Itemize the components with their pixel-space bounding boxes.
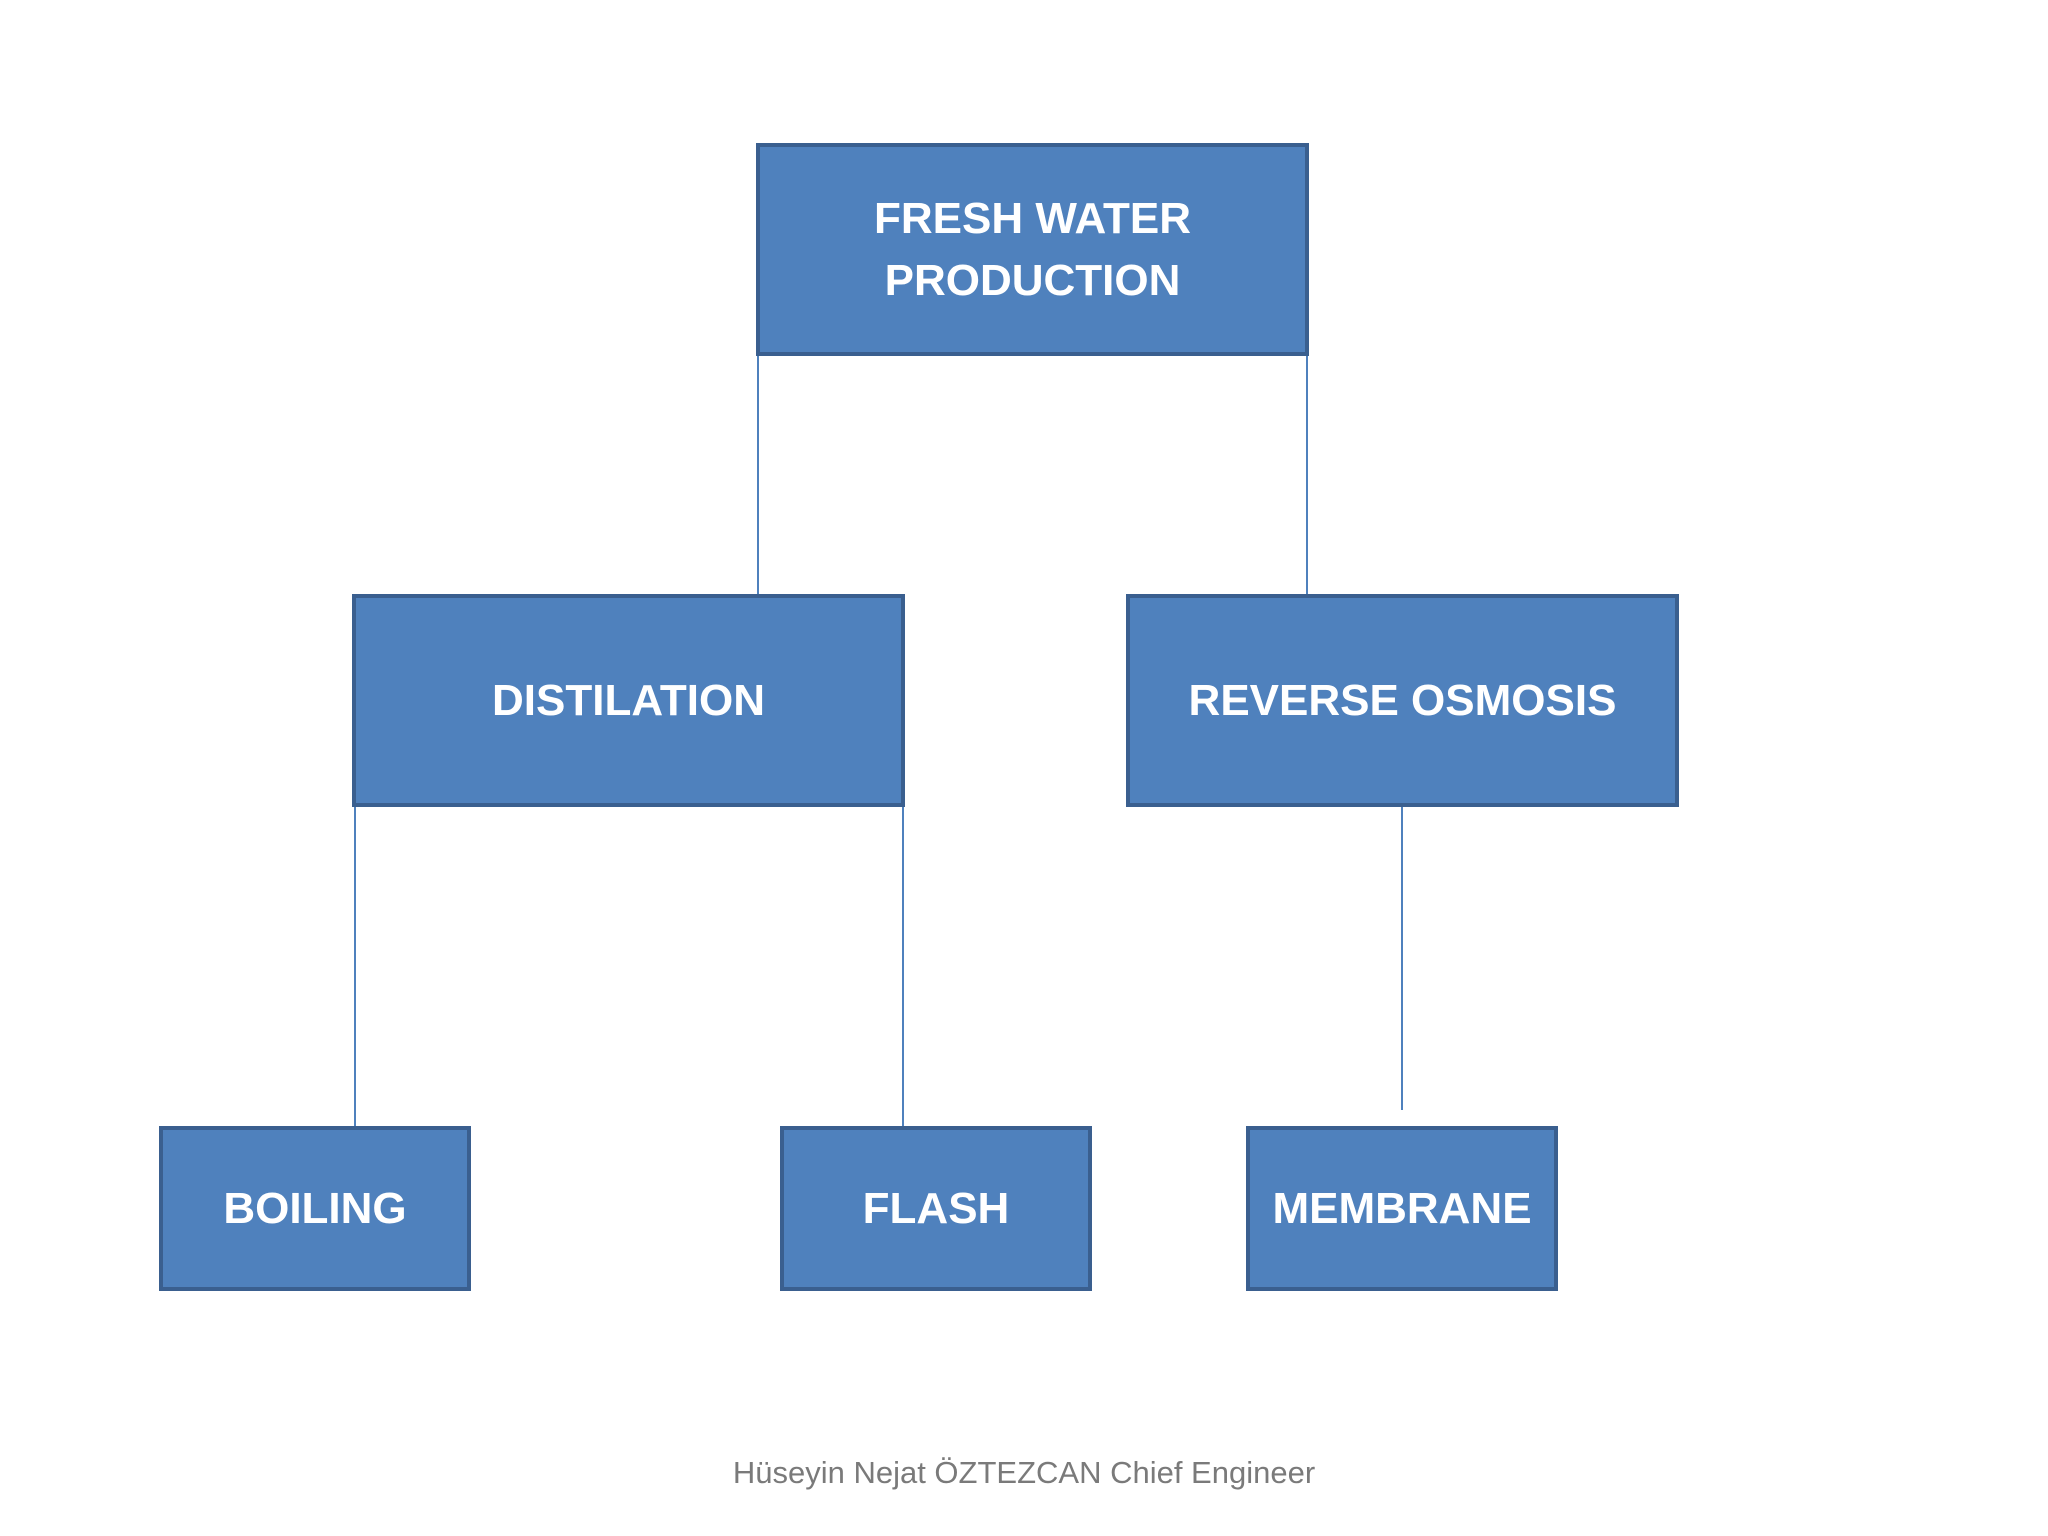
node-label: MEMBRANE [1272,1183,1532,1233]
node-distilation: DISTILATION [352,594,905,807]
node-flash: FLASH [780,1126,1092,1291]
node-label: FRESH WATER PRODUCTION [874,193,1191,305]
node-reverse-osmosis: REVERSE OSMOSIS [1126,594,1679,807]
node-boiling: BOILING [159,1126,471,1291]
node-label: BOILING [223,1183,407,1233]
node-label: REVERSE OSMOSIS [1188,675,1617,725]
footer-author: Hüseyin Nejat ÖZTEZCAN Chief Engineer [732,1455,1316,1490]
node-membrane: MEMBRANE [1246,1126,1558,1291]
node-fresh-water-production: FRESH WATER PRODUCTION [756,143,1309,356]
node-label: DISTILATION [492,675,765,725]
node-label: FLASH [862,1183,1010,1233]
